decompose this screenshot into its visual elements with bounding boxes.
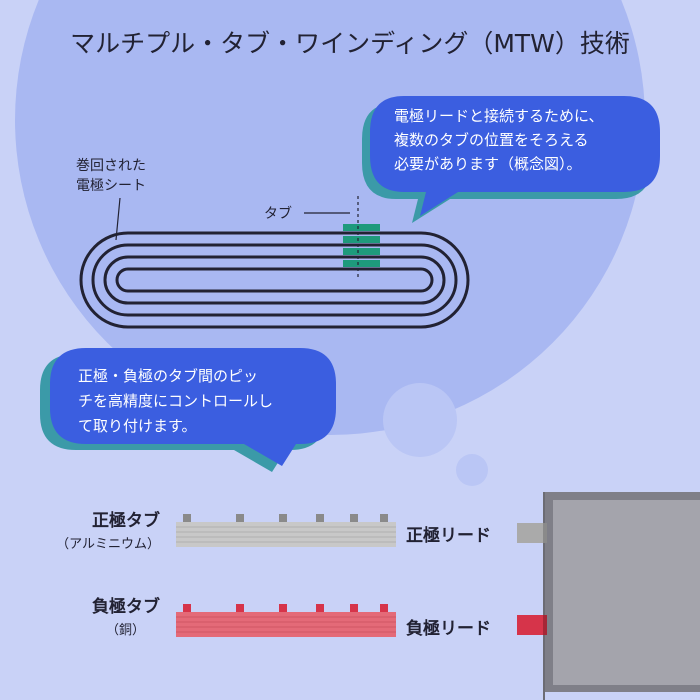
bubble-left-line-3: て取り付けます。 — [78, 417, 197, 435]
negative-tab — [316, 604, 324, 612]
coil-tab — [343, 260, 380, 267]
bubble-left-line-2: チを高精度にコントロールし — [78, 392, 273, 410]
aluminium-sheet-stack — [176, 522, 396, 547]
negative-tab-material: （銅） — [106, 623, 145, 638]
positive-tab — [350, 514, 358, 522]
bubble-top-body — [370, 96, 660, 216]
positive-tab-strip — [176, 514, 396, 547]
speech-bubble-top: 電極リードと接続するために、 複数のタブの位置をそろえる 必要があります（概念図… — [362, 96, 660, 223]
coil-winding-2 — [91, 243, 458, 317]
bubble-left-body — [50, 348, 336, 466]
negative-lead-face — [517, 615, 543, 635]
negative-lead — [517, 615, 547, 635]
positive-lead-face — [517, 523, 543, 543]
page-title: マルチプル・タブ・ワインディング（MTW）技術 — [70, 29, 630, 58]
tab-label: タブ — [264, 205, 292, 222]
negative-tab-label: 負極タブ — [92, 596, 160, 617]
positive-tab — [279, 514, 287, 522]
copper-sheet-lines — [176, 616, 396, 633]
sheet-label-leader — [115, 197, 121, 241]
negative-tab-strip — [176, 604, 396, 637]
positive-tab — [316, 514, 324, 522]
negative-tab — [236, 604, 244, 612]
coil-winding-outer — [79, 231, 470, 329]
negative-tab — [279, 604, 287, 612]
positive-lead — [517, 523, 547, 543]
coil-tab — [343, 224, 380, 231]
wound-electrode-coil — [79, 231, 470, 329]
copper-sheet-stack — [176, 612, 396, 637]
negative-lead-label: 負極リード — [406, 618, 491, 639]
decor-bubble-small — [456, 454, 488, 486]
sheet-label-line-2: 電極シート — [76, 178, 146, 194]
coil-winding-3 — [103, 255, 446, 305]
negative-tab — [183, 604, 191, 612]
negative-tab — [380, 604, 388, 612]
coil-tab — [343, 248, 380, 255]
negative-tab — [350, 604, 358, 612]
positive-tab-label: 正極タブ — [92, 510, 160, 531]
coil-winding-inner — [115, 267, 434, 293]
bubble-left-line-1: 正極・負極のタブ間のピッ — [78, 367, 258, 385]
bubble-top-line-2: 複数のタブの位置をそろえる — [394, 131, 589, 149]
positive-tab-material: （アルミニウム） — [56, 537, 160, 552]
speech-bubble-left: 正極・負極のタブ間のピッ チを高精度にコントロールし て取り付けます。 — [40, 348, 336, 472]
positive-tab — [236, 514, 244, 522]
bubble-top-line-3: 必要があります（概念図）。 — [394, 155, 582, 173]
positive-tab — [183, 514, 191, 522]
battery-face — [553, 500, 700, 685]
positive-tab — [380, 514, 388, 522]
bubble-top-line-1: 電極リードと接続するために、 — [394, 107, 604, 125]
aligned-tabs — [343, 224, 380, 267]
positive-lead-label: 正極リード — [406, 525, 491, 546]
sheet-label-line-1: 巻回された — [76, 158, 146, 174]
battery-body — [543, 492, 700, 700]
aluminium-sheet-lines — [176, 526, 396, 543]
decor-bubble-large — [383, 383, 457, 457]
coil-tab — [343, 236, 380, 243]
